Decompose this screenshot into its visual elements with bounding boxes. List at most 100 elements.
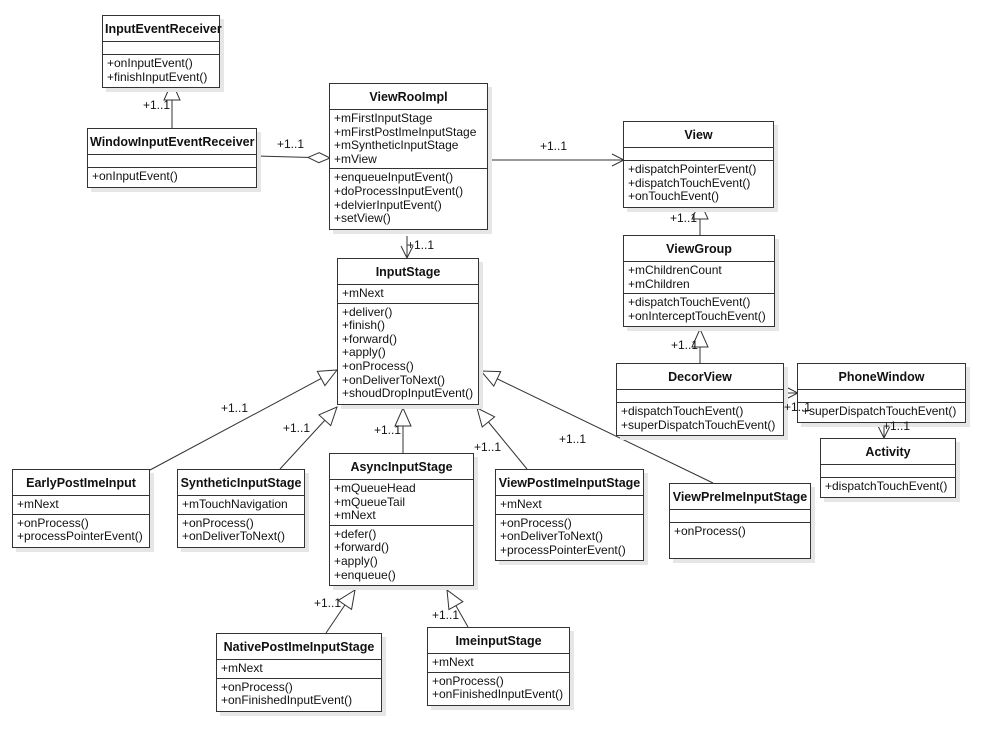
operation: +onProcess(): [182, 515, 254, 530]
operation: +onFinishedInputEvent(): [432, 687, 564, 702]
operation: +onInputEvent(): [107, 56, 193, 70]
operation: +onProcess(): [432, 673, 504, 688]
class-view-post-ime-input-stage[interactable]: ViewPostImeInputStage +mNext +onProcess(…: [495, 469, 644, 562]
attributes: [88, 155, 256, 168]
gen-early-stage: [149, 370, 337, 471]
attributes: +mTouchNavigation: [178, 496, 304, 515]
class-synthetic-input-stage[interactable]: SyntheticInputStage +mTouchNavigation +o…: [177, 469, 305, 548]
operation: +onFinishedInputEvent(): [221, 693, 353, 708]
operation: +onInterceptTouchEvent(): [628, 308, 766, 323]
class-name: ViewPostImeInputStage: [496, 470, 643, 496]
class-early-post-ime-input[interactable]: EarlyPostImeInput +mNext +onProcess() +p…: [12, 469, 150, 548]
class-input-stage[interactable]: InputStage +mNext +deliver() +finish() +…: [337, 258, 479, 405]
operations: +onInputEvent(): [88, 168, 256, 187]
multiplicity-label: +1..1: [670, 211, 698, 225]
attribute: +mNext: [221, 661, 263, 675]
class-window-input-event-receiver[interactable]: WindowInputEventReceiver +onInputEvent(): [87, 128, 257, 188]
class-native-post-ime-input-stage[interactable]: NativePostImeInputStage +mNext +onProces…: [216, 633, 382, 712]
attribute: +mNext: [432, 655, 474, 669]
class-activity[interactable]: Activity +dispatchTouchEvent(): [820, 438, 956, 498]
attributes: +mChildrenCount +mChildren: [624, 262, 774, 295]
attribute: +mQueueHead: [334, 481, 416, 495]
class-name: InputEventReceiver: [103, 16, 222, 42]
attributes: +mNext: [338, 285, 478, 304]
attribute: +mChildrenCount: [628, 263, 722, 277]
attribute: +mFirstPostImeInputStage: [334, 124, 477, 139]
attributes: +mNext: [428, 654, 569, 673]
class-ime-input-stage[interactable]: ImeinputStage +mNext +onProcess() +onFin…: [427, 627, 570, 706]
multiplicity-label: +1..1: [883, 419, 911, 433]
multiplicity-label: +1..1: [784, 400, 812, 414]
attribute: +mQueueTail: [334, 494, 406, 509]
operation: +delvierInputEvent(): [334, 197, 442, 212]
attribute: +mNext: [342, 286, 384, 300]
operation: +onDeliverToNext(): [342, 372, 446, 387]
multiplicity-label: +1..1: [374, 423, 402, 437]
operation: +onDeliverToNext(): [500, 529, 604, 544]
operations: +onProcess() +onFinishedInputEvent(): [428, 673, 569, 705]
multiplicity-label: +1..1: [143, 98, 171, 112]
class-input-event-receiver[interactable]: InputEventReceiver +onInputEvent() +fini…: [102, 15, 222, 89]
attributes: [103, 42, 219, 55]
operation: +setView(): [334, 211, 391, 226]
operation: +apply(): [334, 553, 378, 568]
multiplicity-label: +1..1: [671, 338, 699, 352]
attributes: +mNext: [496, 496, 643, 515]
operations: +onProcess() +processPointerEvent(): [13, 515, 149, 547]
operation: +onProcess(): [342, 358, 414, 373]
operations: +dispatchTouchEvent() +superDispatchTouc…: [617, 403, 783, 435]
attributes: +mQueueHead +mQueueTail +mNext: [330, 480, 473, 526]
operation: +onProcess(): [221, 679, 293, 694]
attribute: +mNext: [500, 497, 542, 511]
operations: +onProcess(): [670, 523, 810, 558]
class-name: ImeinputStage: [428, 628, 569, 654]
class-view-root-impl[interactable]: ViewRooImpl +mFirstInputStage +mFirstPos…: [329, 83, 488, 230]
multiplicity-label: +1..1: [540, 139, 568, 153]
operations: +deliver() +finish() +forward() +apply()…: [338, 304, 478, 404]
multiplicity-label: +1..1: [283, 421, 311, 435]
class-async-input-stage[interactable]: AsyncInputStage +mQueueHead +mQueueTail …: [329, 453, 474, 587]
operation: +dispatchPointerEvent(): [628, 162, 757, 176]
class-name: AsyncInputStage: [330, 454, 473, 480]
class-name: ViewGroup: [624, 236, 774, 262]
class-view[interactable]: View +dispatchPointerEvent() +dispatchTo…: [623, 121, 774, 208]
class-name: EarlyPostImeInput: [13, 470, 149, 496]
class-view-group[interactable]: ViewGroup +mChildrenCount +mChildren +di…: [623, 235, 775, 328]
class-name: SyntheticInputStage: [178, 470, 304, 496]
multiplicity-label: +1..1: [407, 238, 435, 252]
class-name: ViewPreImeInputStage: [670, 484, 810, 510]
attributes: [821, 465, 955, 478]
gen-synthetic-stage: [279, 407, 337, 470]
operations: +enqueueInputEvent() +doProcessInputEven…: [330, 169, 487, 228]
operation: +doProcessInputEvent(): [334, 183, 464, 198]
attributes: +mNext: [13, 496, 149, 515]
class-name: NativePostImeInputStage: [217, 634, 381, 660]
attribute: +mFirstInputStage: [334, 111, 433, 125]
class-name: InputStage: [338, 259, 478, 285]
operation: +onProcess(): [674, 524, 746, 538]
gen-ime-async: [447, 590, 469, 628]
multiplicity-label: +1..1: [277, 137, 305, 151]
operation: +processPointerEvent(): [500, 542, 626, 557]
operation: +dispatchTouchEvent(): [628, 175, 751, 190]
operation: +onInputEvent(): [92, 169, 178, 183]
operation: +shoudDropInputEvent(): [342, 386, 474, 401]
class-name: Activity: [821, 439, 955, 465]
operations: +onProcess() +onFinishedInputEvent(): [217, 679, 381, 711]
class-phone-window[interactable]: PhoneWindow +superDispatchTouchEvent(): [797, 363, 966, 423]
multiplicity-label: +1..1: [559, 432, 587, 446]
operation: +apply(): [342, 345, 386, 360]
operation: +forward(): [334, 540, 390, 555]
attribute: +mChildren: [628, 276, 690, 291]
operation: +superDispatchTouchEvent(): [802, 404, 957, 418]
operations: +onProcess() +onDeliverToNext(): [178, 515, 304, 547]
multiplicity-label: +1..1: [474, 440, 502, 454]
gen-native-async: [325, 590, 355, 634]
attributes: [798, 390, 965, 403]
attributes: [617, 390, 783, 403]
class-decor-view[interactable]: DecorView +dispatchTouchEvent() +superDi…: [616, 363, 784, 437]
gen-viewpost-stage: [477, 408, 528, 470]
multiplicity-label: +1..1: [221, 401, 249, 415]
class-view-pre-ime-input-stage[interactable]: ViewPreImeInputStage +onProcess(): [669, 483, 811, 559]
